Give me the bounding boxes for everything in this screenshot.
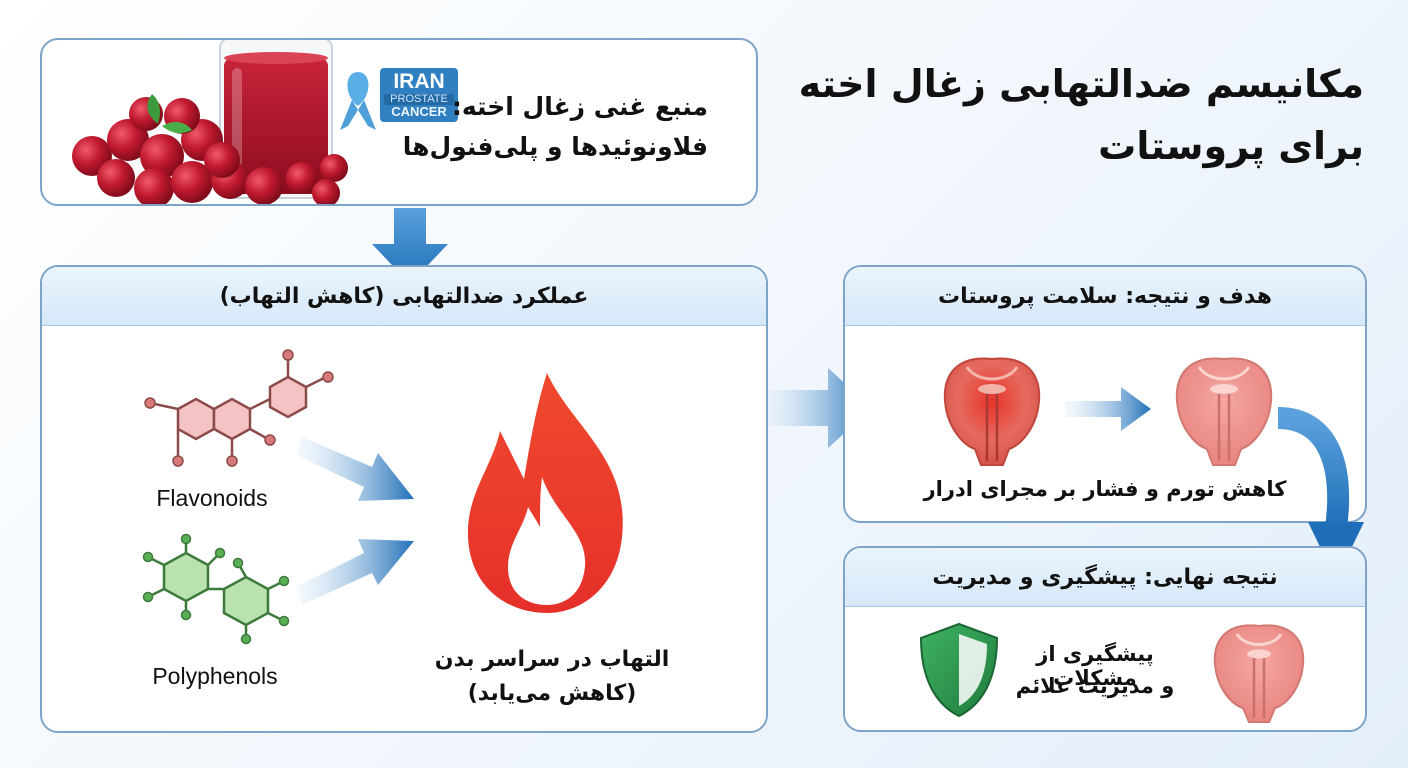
final-line1: پیشگیری از مشکلات (1036, 642, 1154, 690)
action-header: عملکرد ضدالتهابی (کاهش التهاب) (42, 267, 766, 326)
inflammation-line1: التهاب در سراسر بدن (434, 647, 670, 672)
arrow-prostate-improve (1065, 387, 1151, 431)
page-title-line1: مکانیسم ضدالتهابی زغال اخته (798, 62, 1364, 106)
arrow-flavonoid-to-flame (296, 437, 414, 501)
source-line1: منبع غنی زغال اخته: (451, 92, 708, 121)
arrow-polyphenol-to-flame (296, 539, 414, 605)
inflammation-line2: (کاهش می‌یابد) (467, 681, 637, 706)
arrow-down-1 (372, 208, 448, 284)
final-box: نتیجه نهایی: پیشگیری و مدیریت پیشگیری از… (843, 546, 1367, 732)
logo-line2: PROSTATE (384, 94, 454, 105)
ribbon-icon (340, 72, 376, 130)
logo-badge: IRAN PROSTATE CANCER (380, 68, 458, 122)
cranberry-juice-image (72, 40, 348, 204)
prostate-result-icon (1213, 624, 1305, 723)
flavonoid-molecule-icon (144, 349, 334, 467)
logo-line1: IRAN (393, 70, 445, 93)
logo-line3: CANCER (391, 104, 447, 119)
final-line2: و مدیریت علائم (1015, 674, 1175, 698)
final-header: نتیجه نهایی: پیشگیری و مدیریت (845, 548, 1365, 607)
polyphenols-label: Polyphenols (152, 663, 278, 689)
goal-caption: کاهش تورم و فشار بر مجرای ادرار (923, 477, 1287, 501)
source-line2: فلاونوئیدها و پلی‌فنول‌ها (402, 132, 708, 161)
goal-header: هدف و نتیجه: سلامت پروستات (845, 267, 1365, 326)
flame-icon (467, 373, 623, 613)
goal-box: هدف و نتیجه: سلامت پروستات کاهش تورم و ف… (843, 265, 1367, 523)
source-box: IRAN PROSTATE CANCER منبع غنی زغال اخته:… (40, 38, 758, 206)
polyphenol-molecule-icon (142, 533, 290, 645)
action-box: عملکرد ضدالتهابی (کاهش التهاب) Flavonoid… (40, 265, 768, 733)
flavonoids-label: Flavonoids (156, 485, 268, 511)
shield-icon (919, 622, 999, 718)
page-title-line2: برای پروستات (1098, 124, 1364, 168)
healthy-prostate-icon (1175, 357, 1273, 466)
inflamed-prostate-icon (943, 357, 1041, 466)
